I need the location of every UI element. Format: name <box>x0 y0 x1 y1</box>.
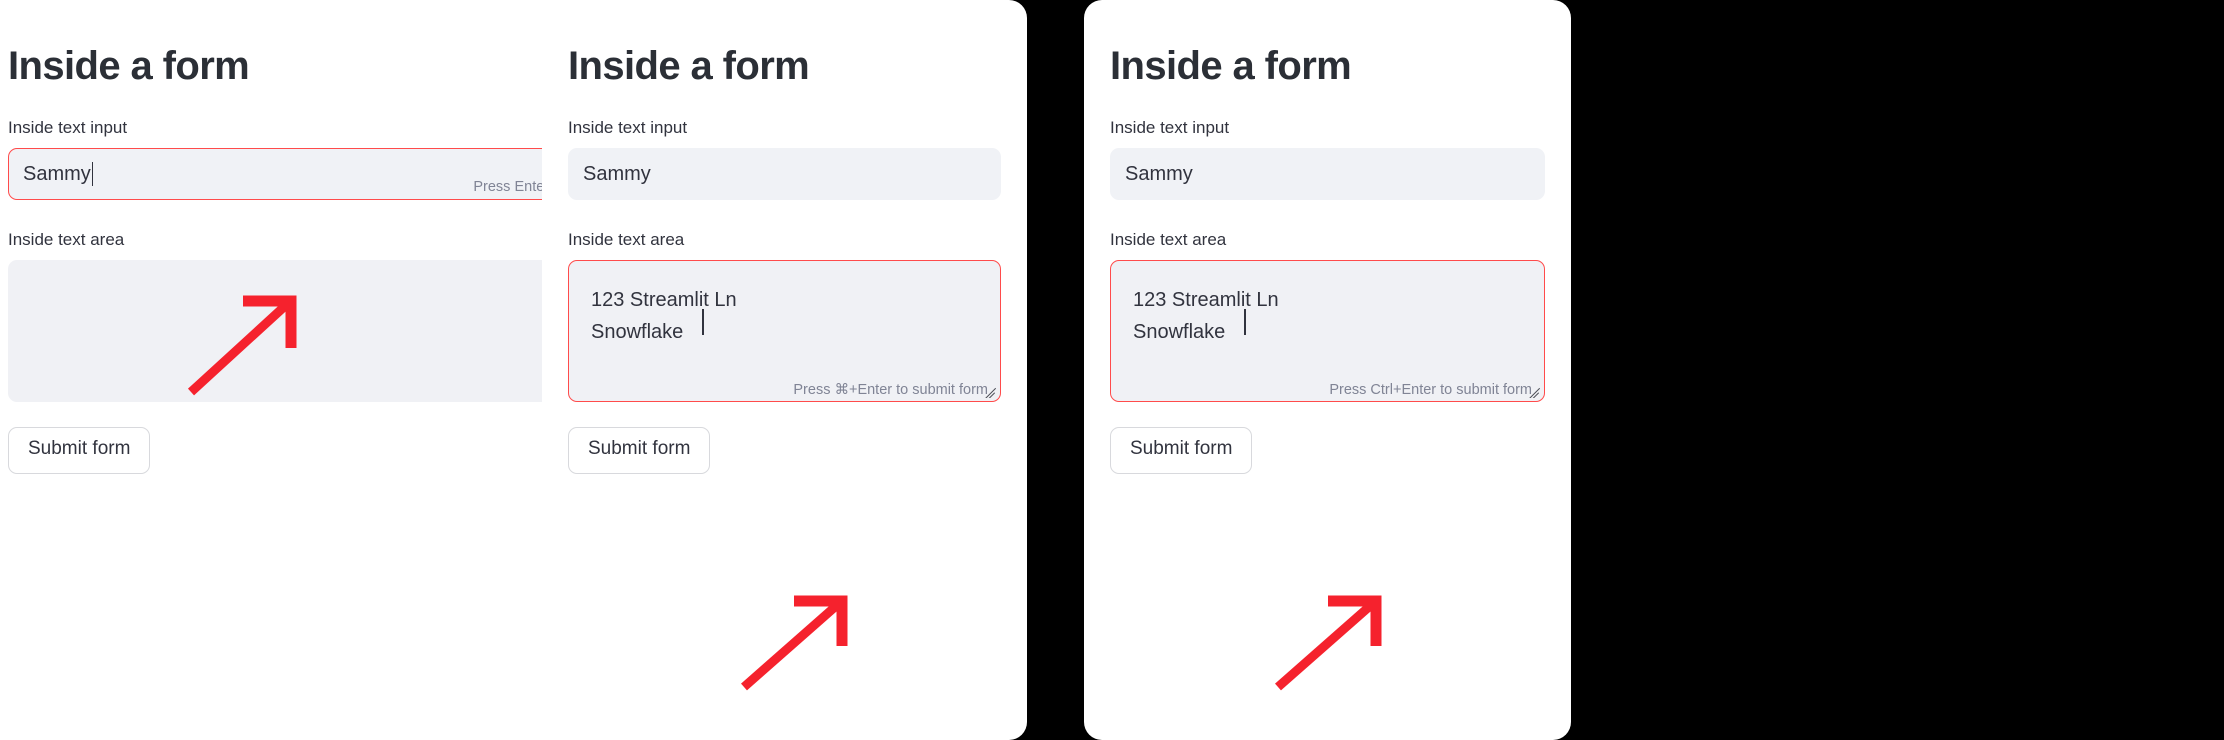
text-area-value: 123 Streamlit Ln Snowflake <box>591 289 737 343</box>
text-input-label: Inside text input <box>568 118 688 137</box>
text-area-label: Inside text area <box>568 230 685 250</box>
text-input-value: Sammy <box>23 162 91 185</box>
page-title: Inside a form <box>1110 44 1352 88</box>
annotation-arrow-icon <box>741 595 848 691</box>
form-card-cmd-enter: Inside a form Inside text input Sammy In… <box>542 0 1027 740</box>
text-input-label: Inside text input <box>8 118 128 137</box>
text-area-submit-hint: Press Ctrl+Enter to submit form <box>1329 382 1532 399</box>
text-area-submit-hint: Press ⌘+Enter to submit form <box>793 382 988 399</box>
form-actions: Submit form <box>1110 402 1545 475</box>
text-input[interactable]: Sammy <box>1110 148 1545 201</box>
page-title: Inside a form <box>568 44 810 88</box>
text-area-label: Inside text area <box>8 230 125 250</box>
submit-form-button[interactable]: Submit form <box>1110 427 1253 475</box>
annotation-arrow-icon <box>1275 595 1382 691</box>
text-input-value: Sammy <box>1125 162 1193 185</box>
form-actions: Submit form <box>8 402 659 475</box>
form-actions: Submit form <box>568 402 1001 475</box>
text-area[interactable]: 123 Streamlit Ln Snowflake Press Ctrl+En… <box>1110 260 1545 403</box>
text-area[interactable]: 123 Streamlit Ln Snowflake Press ⌘+Enter… <box>568 260 1001 403</box>
submit-form-button[interactable]: Submit form <box>568 427 711 475</box>
page-title: Inside a form <box>8 44 250 88</box>
text-input[interactable]: Sammy <box>568 148 1001 201</box>
submit-form-button[interactable]: Submit form <box>8 427 151 475</box>
text-cursor <box>91 162 94 187</box>
text-input-value: Sammy <box>583 162 651 185</box>
form-card-ctrl-enter: Inside a form Inside text input Sammy In… <box>1084 0 1571 740</box>
text-cursor <box>1244 309 1246 336</box>
text-input-label: Inside text input <box>1110 118 1230 137</box>
text-cursor <box>702 309 704 336</box>
text-area-label: Inside text area <box>1110 230 1227 250</box>
text-area-value: 123 Streamlit Ln Snowflake <box>1133 289 1279 343</box>
